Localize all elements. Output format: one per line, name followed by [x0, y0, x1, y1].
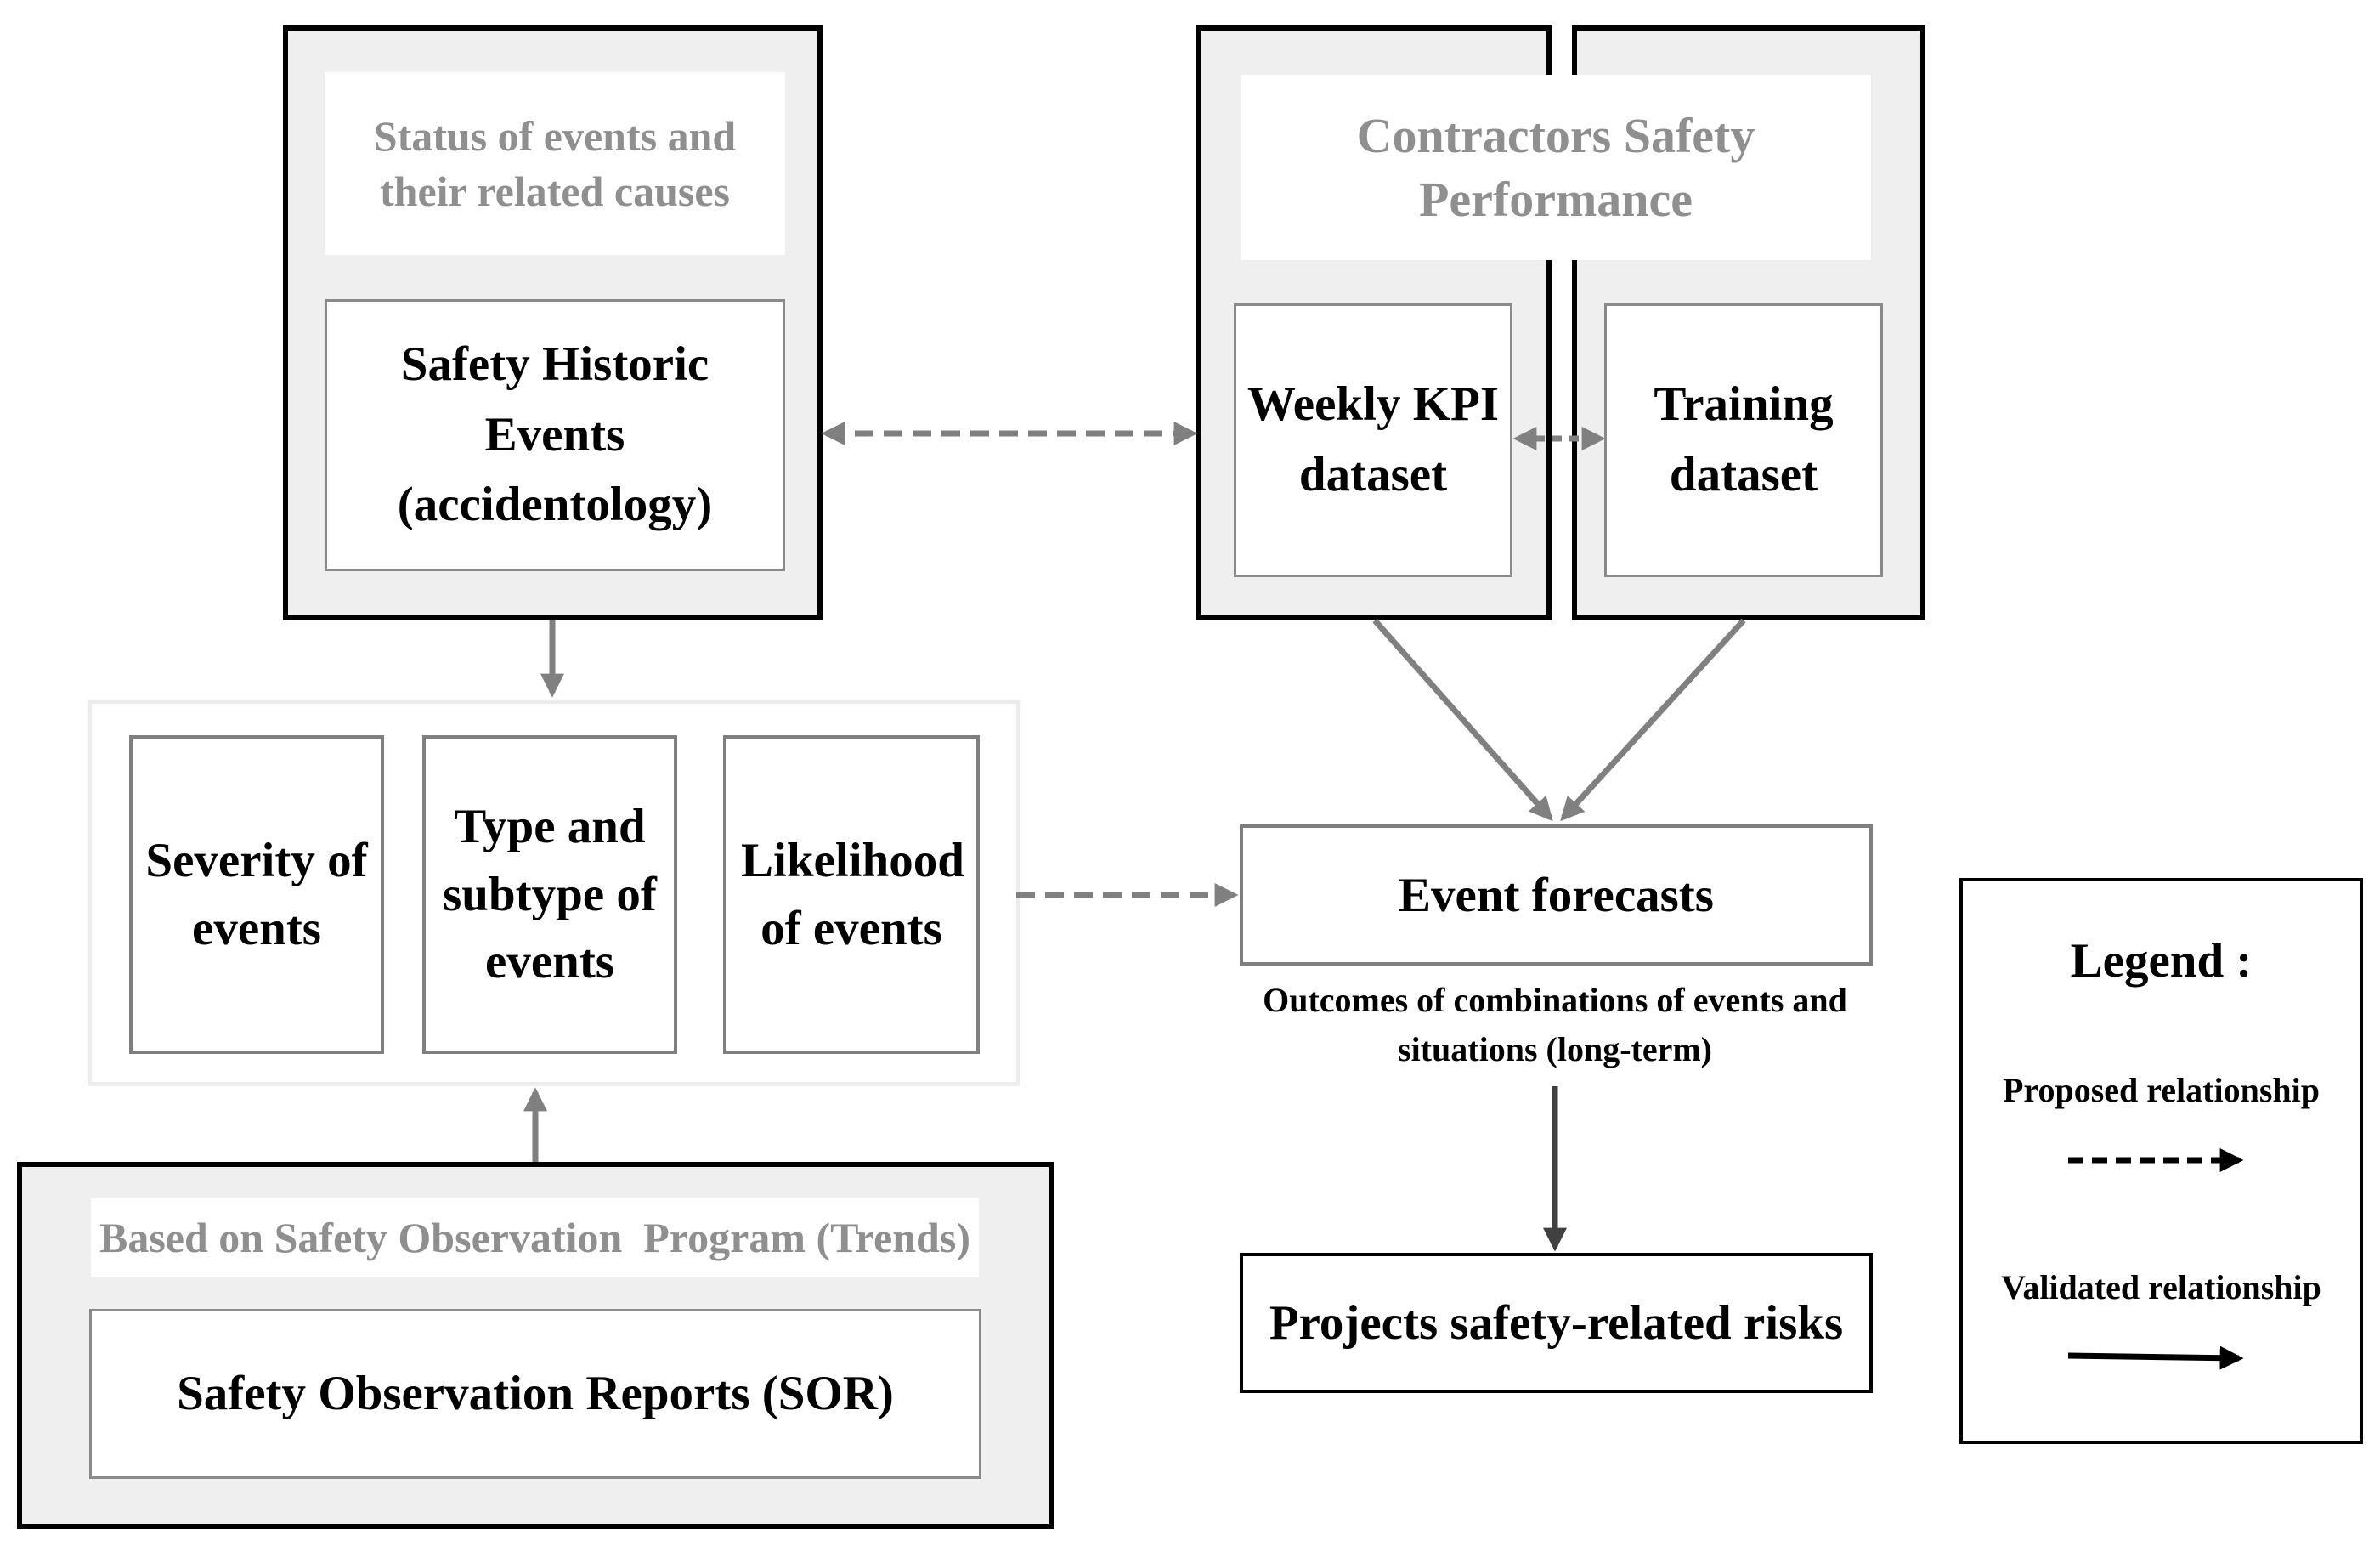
weekly-kpi-label: Weekly KPI dataset: [1247, 377, 1500, 501]
historic-events-header: Status of events and their related cause…: [325, 72, 785, 255]
sor-header-text: Based on Safety Observation Program (Tre…: [99, 1213, 970, 1261]
legend-title: Legend :: [1959, 926, 2363, 994]
weekly-kpi-box: Weekly KPI dataset: [1234, 303, 1512, 577]
type-subtype-label: Type and subtype of events: [443, 799, 657, 989]
type-subtype-box: Type and subtype of events: [422, 735, 677, 1054]
weekly-forecast-arrow: [1372, 618, 1553, 822]
historic-events-header-text: Status of events and their related cause…: [373, 111, 737, 215]
training-dataset-label: Training dataset: [1654, 377, 1834, 501]
likelihood-label: Likelihood of events: [741, 833, 964, 955]
legend-title-text: Legend :: [2070, 933, 2253, 988]
historic-events-box: Safety Historic Events (accidentology): [325, 299, 785, 571]
legend-validated-text: Validated relationship: [2001, 1267, 2321, 1306]
likelihood-box: Likelihood of events: [723, 735, 980, 1054]
event-forecasts-caption: Outcomes of combinations of events and s…: [1224, 976, 1886, 1073]
severity-label: Severity of events: [145, 833, 368, 955]
contractors-header-text: Contractors Safety Performance: [1356, 107, 1755, 227]
legend-validated-label: Validated relationship: [1959, 1261, 2363, 1312]
contractors-header: Contractors Safety Performance: [1241, 75, 1871, 260]
legend-validated-arrow: [2067, 1345, 2244, 1370]
sor-header: Based on Safety Observation Program (Tre…: [91, 1198, 979, 1277]
project-risks-title: Projects safety-related risks: [1269, 1296, 1844, 1350]
sor-title: Safety Observation Reports (SOR): [177, 1366, 894, 1420]
training-forecast-arrow: [1560, 618, 1746, 822]
historic-events-title: Safety Historic Events (accidentology): [397, 337, 713, 532]
legend-proposed-label: Proposed relationship: [1959, 1064, 2363, 1115]
event-forecasts-box: Event forecasts: [1240, 824, 1873, 966]
training-dataset-box: Training dataset: [1604, 303, 1883, 577]
sor-box: Safety Observation Reports (SOR): [89, 1309, 981, 1479]
legend-box: [1959, 878, 2363, 1444]
project-risks-box: Projects safety-related risks: [1240, 1253, 1873, 1393]
event-forecasts-caption-text: Outcomes of combinations of events and s…: [1263, 980, 1847, 1068]
event-forecasts-title: Event forecasts: [1399, 868, 1714, 922]
legend-proposed-text: Proposed relationship: [2002, 1070, 2321, 1109]
severity-box: Severity of events: [129, 735, 384, 1054]
